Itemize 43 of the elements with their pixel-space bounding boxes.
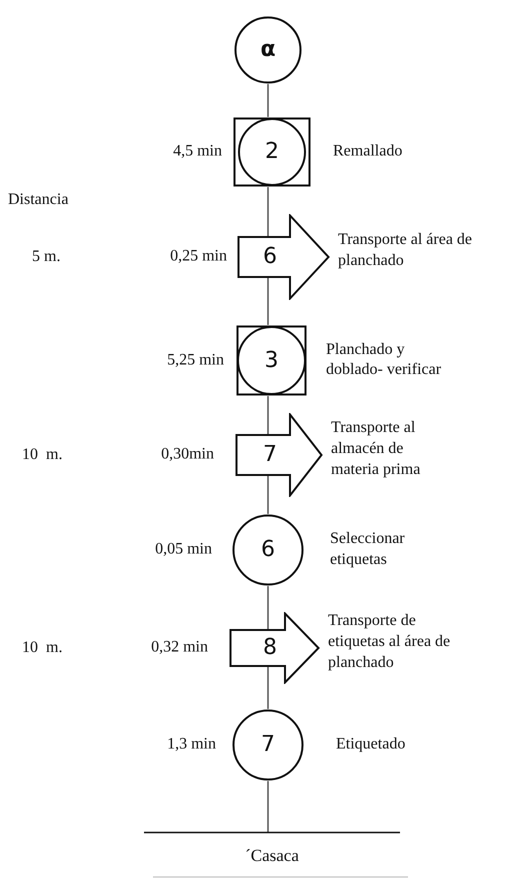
activity-description: Planchado y doblado- verificar (326, 340, 442, 380)
time-label: 0,25 min (170, 246, 227, 267)
operation-circle (232, 709, 304, 781)
time-label: 0,32 min (151, 638, 208, 658)
activity-description: Transporte al área de planchado (338, 230, 474, 271)
distance-label: 5 m. (32, 248, 60, 266)
time-label: 0,05 min (155, 540, 212, 560)
step-number: 6 (261, 539, 275, 561)
activity-description: Transporte al almacén de materia prima (331, 418, 422, 480)
connector-line (267, 396, 269, 435)
operation-circle (234, 16, 302, 84)
connector-line (267, 475, 269, 514)
connector-line (267, 277, 269, 325)
activity-description: Remallado (333, 142, 404, 162)
time-label: 0,30min (161, 444, 214, 465)
step-number: 3 (264, 350, 278, 372)
time-label: 5,25 min (167, 350, 224, 370)
time-label: 1,3 min (167, 734, 216, 755)
step-number: 7 (261, 734, 275, 756)
combined-operation-inspection-symbol (236, 325, 307, 396)
connector-line (267, 84, 269, 117)
transport-arrow-symbol (237, 214, 330, 300)
activity-description: Seleccionar etiquetas (330, 529, 406, 570)
time-label: 4,5 min (173, 142, 222, 162)
transport-arrow-symbol (229, 612, 320, 684)
distance-label: 10 m. (22, 639, 62, 657)
distance-heading: Distancia (8, 191, 68, 209)
connector-line (267, 586, 269, 630)
step-number: 7 (263, 444, 277, 466)
step-number: α (260, 39, 276, 61)
combined-operation-inspection-symbol (233, 117, 311, 187)
activity-description: Etiquetado (336, 734, 406, 755)
step-number: 2 (265, 141, 279, 163)
product-label: ´Casaca (244, 846, 300, 866)
step-number: 8 (263, 637, 277, 659)
activity-description: Transporte de etiquetas al área de planchado (328, 610, 452, 672)
connector-line (267, 781, 269, 832)
connector-line (267, 666, 269, 709)
distance-label: 10 m. (22, 446, 62, 464)
step-number: 6 (263, 246, 277, 268)
connector-line (267, 187, 269, 237)
operation-circle (232, 514, 304, 586)
transport-arrow-symbol (235, 413, 323, 497)
